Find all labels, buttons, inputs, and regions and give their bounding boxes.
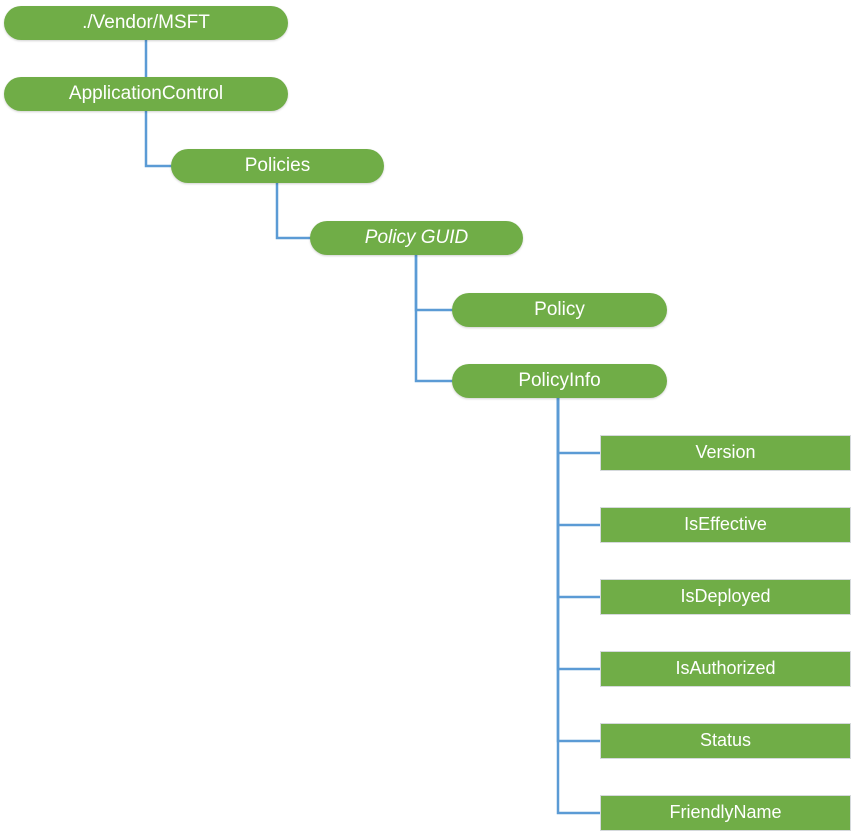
node-policy-info[interactable]: PolicyInfo [452,364,667,398]
node-vendor-msft[interactable]: ./Vendor/MSFT [4,6,288,40]
connector-policy-info-to-is-authorized [556,398,600,671]
connector-policy-info-to-is-deployed [556,398,600,599]
node-label-version: Version [695,442,756,463]
node-is-authorized[interactable]: IsAuthorized [600,651,851,687]
connector-policy-info-to-version [556,398,600,455]
node-label-status: Status [699,730,752,751]
node-policies[interactable]: Policies [171,149,384,183]
connector-application-control-to-policies [144,111,172,168]
node-label-is-deployed: IsDeployed [680,586,771,607]
node-label-policy: Policy [534,298,585,320]
node-label-is-effective: IsEffective [684,514,767,535]
connector-policy-guid-to-policy [414,255,453,312]
node-friendly-name[interactable]: FriendlyName [600,795,851,831]
node-is-deployed[interactable]: IsDeployed [600,579,851,615]
node-label-vendor-msft: ./Vendor/MSFT [82,11,210,33]
node-label-friendly-name: FriendlyName [669,802,782,823]
node-is-effective[interactable]: IsEffective [600,507,851,543]
connector-policies-to-policy-guid [275,183,311,240]
node-label-application-control: ApplicationControl [68,82,224,104]
connector-policy-info-to-is-effective [556,398,600,527]
node-version[interactable]: Version [600,435,851,471]
node-label-policy-info: PolicyInfo [518,369,601,391]
node-label-policies: Policies [244,154,311,176]
connector-policy-guid-to-policy-info [414,255,453,383]
node-application-control[interactable]: ApplicationControl [4,77,288,111]
connector-policy-info-to-friendly-name [556,398,600,815]
connector-policy-info-to-status [556,398,600,743]
node-label-policy-guid: Policy GUID [364,226,469,248]
node-status[interactable]: Status [600,723,851,759]
node-policy-guid[interactable]: Policy GUID [310,221,523,255]
node-policy[interactable]: Policy [452,293,667,327]
node-label-is-authorized: IsAuthorized [675,658,776,679]
